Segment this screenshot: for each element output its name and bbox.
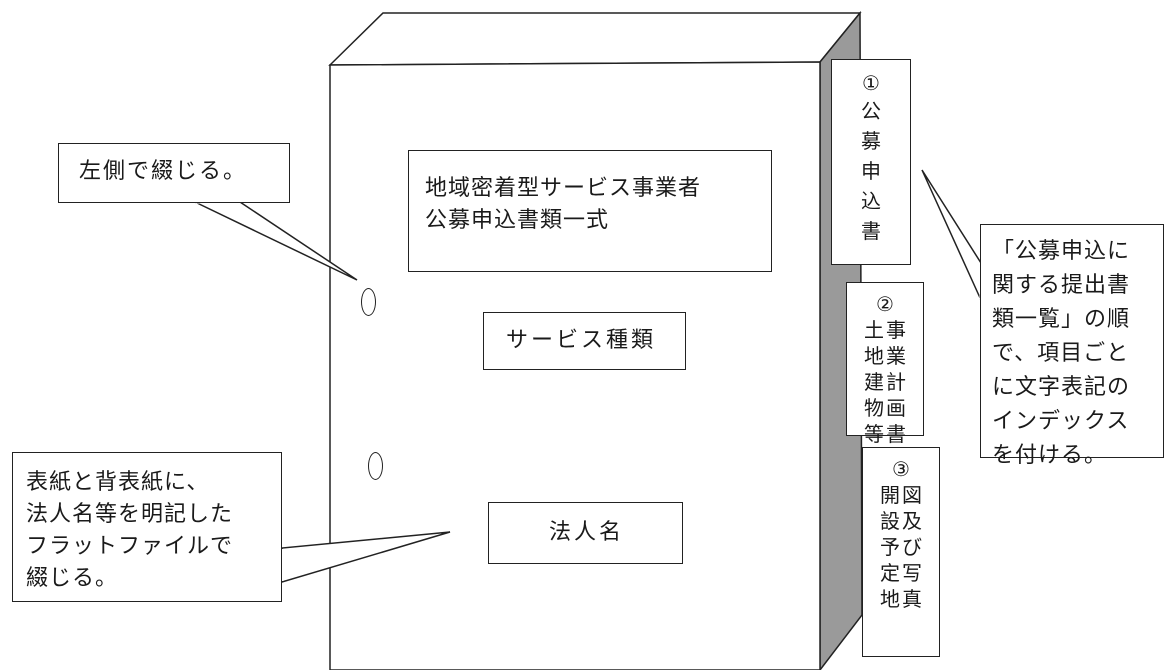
index-tab-2: ② 土地建物等事業計画書 — [846, 282, 924, 446]
left-binding-text: 左側で綴じる。 — [79, 159, 248, 184]
flat-file-line: 綴じる。 — [26, 566, 119, 591]
index-tab-label: 公募申込書 — [861, 99, 881, 243]
binder-title-line-1: 地域密着型サービス事業者 — [425, 176, 702, 201]
binder-ring-bottom — [368, 452, 383, 480]
corporation-name-label: 法人名 — [549, 520, 625, 545]
index-tab-label-right: 土地建物等 — [864, 318, 884, 446]
index-tab-number: ① — [862, 71, 880, 95]
index-tab-label-left: 事業計画書 — [886, 318, 906, 446]
index-line: を付ける。 — [992, 443, 1108, 468]
index-note-pointer — [921, 169, 982, 301]
service-type-box: サービス種類 — [483, 312, 686, 370]
index-tab-number: ② — [876, 292, 894, 316]
index-tab-label-right: 開設予定地 — [880, 483, 900, 611]
index-line: で、項目ごと — [992, 341, 1130, 366]
index-line: に文字表記の — [992, 375, 1131, 400]
service-type-label: サービス種類 — [506, 328, 657, 353]
index-tab-number: ③ — [892, 457, 910, 481]
index-line: 関する提出書 — [992, 273, 1131, 298]
corporation-name-box: 法人名 — [488, 502, 683, 564]
binder-ring-top — [361, 288, 376, 316]
binder-title-line-2: 公募申込書類一式 — [425, 208, 610, 233]
binder-top-face — [328, 12, 862, 66]
flat-file-line: 表紙と背表紙に、 — [26, 470, 210, 495]
flat-file-line: フラットファイルで — [26, 534, 234, 559]
left-binding-callout: 左側で綴じる。 — [58, 143, 290, 203]
flat-file-line: 法人名等を明記した — [26, 502, 234, 527]
index-tab-label-left: 図及び写真 — [902, 483, 922, 611]
index-tab-3: ③ 開設予定地図及び写真 — [862, 447, 940, 657]
flat-file-callout: 表紙と背表紙に、 法人名等を明記した フラットファイルで 綴じる。 — [12, 452, 282, 602]
index-line: 類一覧」の順 — [992, 307, 1131, 332]
index-tab-1: ① 公募申込書 — [831, 59, 911, 265]
index-line: 「公募申込に — [992, 239, 1131, 264]
index-callout: 「公募申込に 関する提出書 類一覧」の順 で、項目ごと に文字表記の インデック… — [980, 224, 1164, 468]
index-line: インデックス — [992, 409, 1130, 434]
binder-title-box: 地域密着型サービス事業者 公募申込書類一式 — [408, 150, 772, 272]
